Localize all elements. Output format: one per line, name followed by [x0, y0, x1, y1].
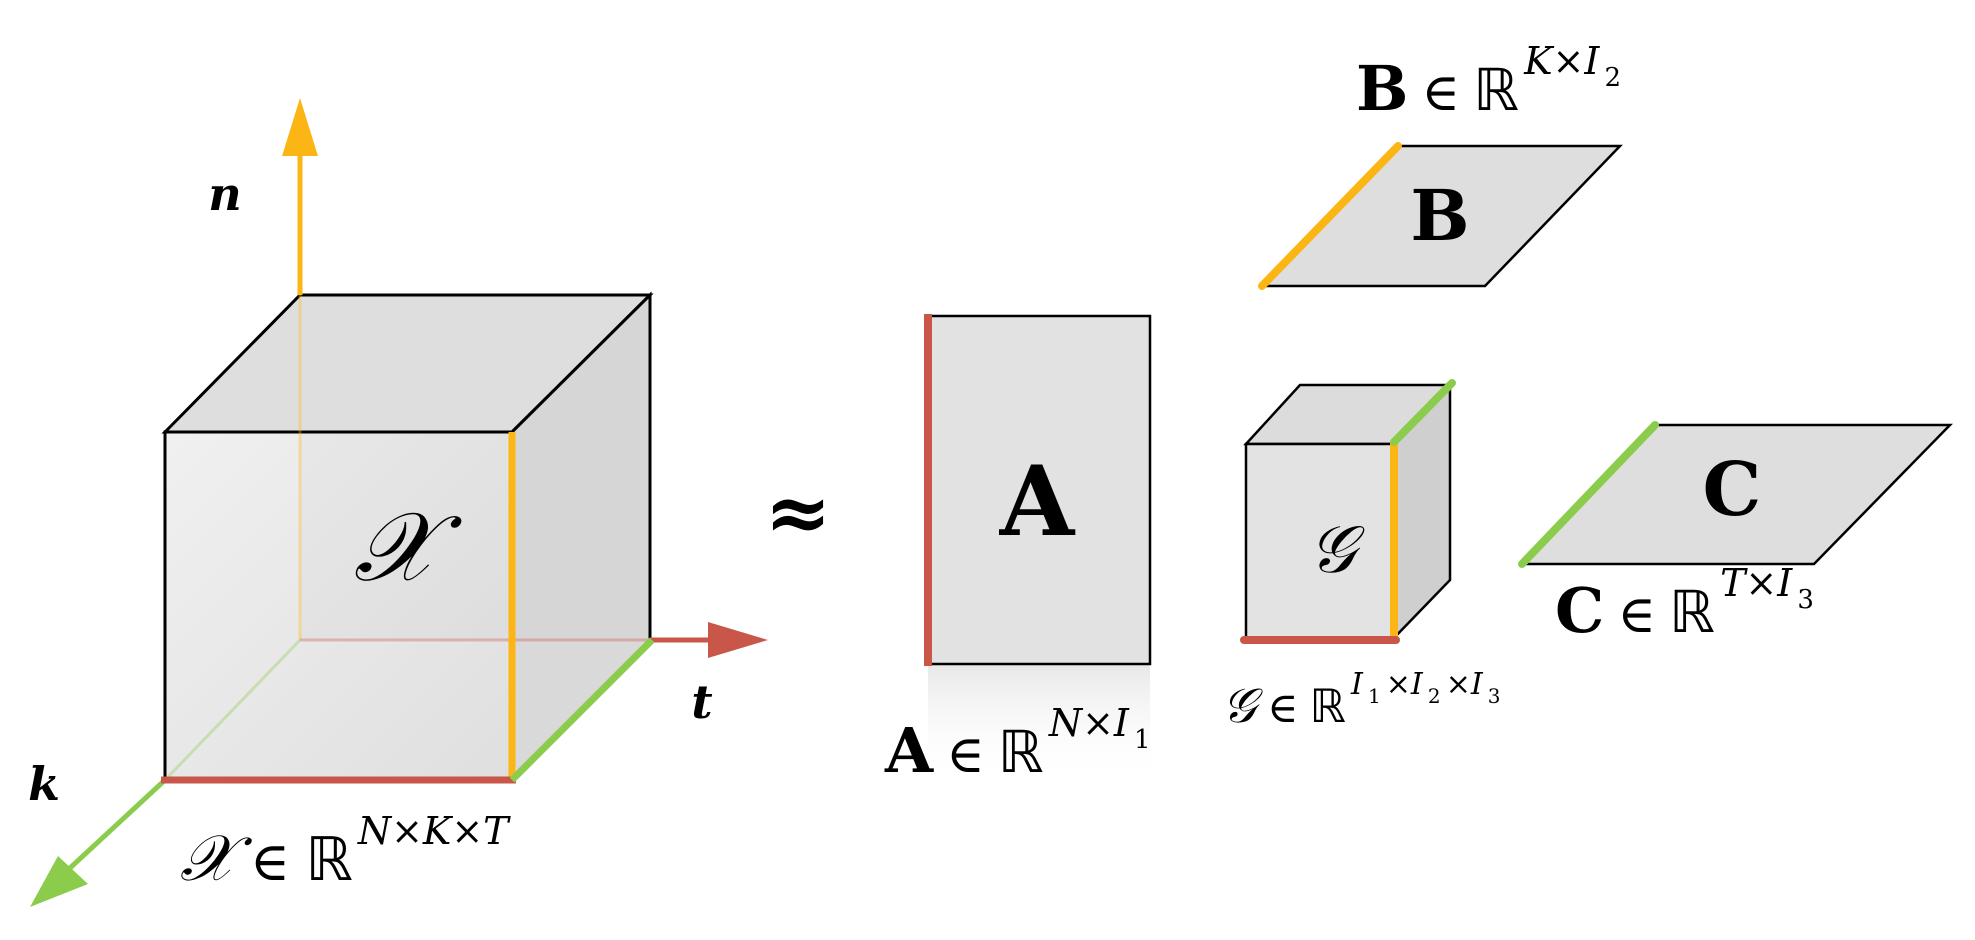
factor-c-symbol: C — [1703, 447, 1762, 533]
factor-c-caption-in: ∈ — [1617, 585, 1656, 645]
t-axis-arrowhead — [708, 622, 768, 658]
tensor-x-cube: 𝒳 — [30, 98, 768, 907]
core-g-caption-e1: I — [1350, 667, 1364, 702]
tensor-x-caption-symbol: 𝒳 — [180, 822, 253, 896]
approx-sign: ≈ — [764, 465, 831, 559]
core-g-caption-s1: 1 — [1368, 684, 1381, 708]
factor-c-caption: C ∈ ℝ T×I 3 — [1555, 561, 1814, 647]
hidden-edge-depth — [163, 638, 302, 782]
factor-c-matrix: C — [1518, 421, 1953, 568]
core-g-caption-in: ∈ — [1267, 683, 1298, 732]
factor-b-caption-field: ℝ — [1473, 56, 1519, 124]
factor-b-symbol: B — [1410, 174, 1469, 257]
n-axis-label: n — [208, 167, 241, 221]
factor-a-caption-in: ∈ — [946, 725, 985, 785]
factor-c-caption-symbol: C — [1555, 574, 1604, 647]
core-g-caption: 𝒢 ∈ ℝ I 1 ×I 2 ×I 3 — [1222, 667, 1501, 734]
factor-a-symbol: A — [999, 445, 1076, 558]
core-g-caption-e2: ×I — [1386, 667, 1424, 702]
factor-b-caption-exponent: K×I — [1523, 39, 1600, 83]
factor-b-left-edge — [1258, 142, 1402, 290]
factor-b-matrix: B — [1258, 142, 1623, 290]
factor-a-caption-symbol: A — [884, 714, 934, 787]
k-axis-label: k — [28, 757, 60, 811]
k-axis-line — [68, 778, 167, 870]
tensor-x-caption-field: ℝ — [305, 825, 353, 895]
factor-c-caption-field: ℝ — [1669, 578, 1715, 646]
factor-c-caption-exponent: T×I — [1720, 561, 1793, 605]
core-g-caption-s3: 3 — [1488, 684, 1501, 708]
core-g-caption-s2: 2 — [1428, 684, 1441, 708]
factor-b-caption: B ∈ ℝ K×I 2 — [1356, 39, 1621, 125]
core-g-cube: 𝒢 — [1240, 379, 1456, 644]
k-axis-arrowhead — [30, 856, 88, 907]
factor-a-reflection — [928, 664, 1150, 784]
tensor-x-caption-in: ∈ — [250, 830, 290, 893]
factor-a-caption-field: ℝ — [998, 718, 1044, 786]
factor-a-caption: A ∈ ℝ N×I 1 — [884, 701, 1151, 787]
factor-b-caption-in: ∈ — [1422, 63, 1461, 123]
factor-a-matrix: A — [924, 314, 1152, 784]
factor-b-caption-exponent-sub: 2 — [1604, 63, 1621, 93]
factor-a-body — [926, 314, 1152, 666]
cube-x-bottom-right-edge — [509, 637, 655, 783]
core-g-caption-field: ℝ — [1309, 679, 1345, 733]
core-g-top-right-edge — [1390, 379, 1456, 446]
factor-c-caption-exponent-sub: 3 — [1797, 585, 1814, 615]
t-axis-label: t — [691, 675, 712, 729]
factor-b-caption-symbol: B — [1356, 52, 1408, 125]
tensor-x-caption: 𝒳 ∈ ℝ N×K×T — [180, 809, 511, 896]
core-g-caption-e3: ×I — [1446, 667, 1484, 702]
factor-c-left-edge — [1518, 421, 1659, 568]
core-g-caption-symbol: 𝒢 — [1222, 678, 1263, 734]
tensor-x-caption-exponent: N×K×T — [357, 809, 511, 853]
n-axis-arrowhead — [282, 98, 318, 156]
factor-a-caption-exponent-sub: 1 — [1134, 725, 1151, 755]
factor-a-caption-exponent: N×I — [1048, 701, 1130, 745]
